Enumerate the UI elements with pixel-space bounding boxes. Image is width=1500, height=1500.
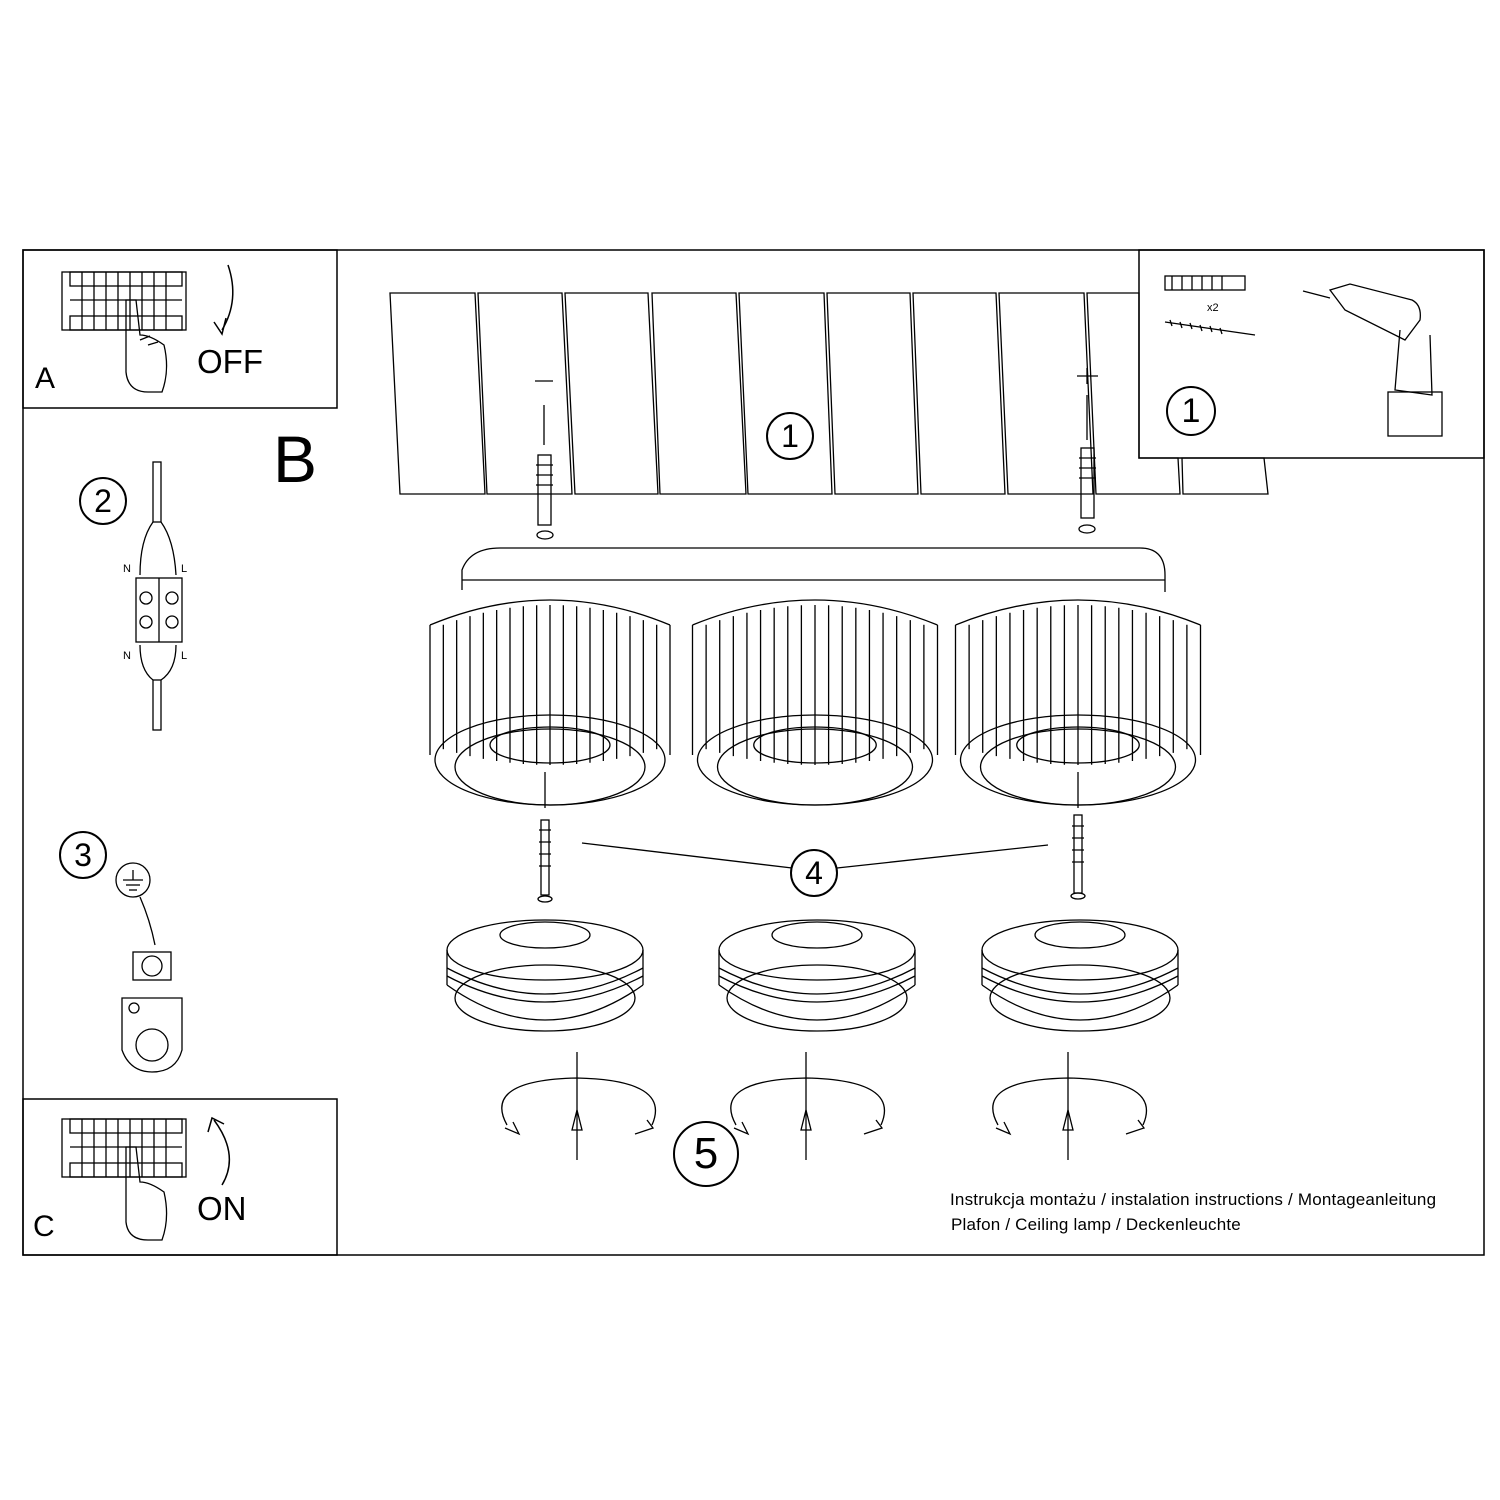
panel-a-box	[22, 249, 338, 409]
wall-plug-right-icon	[1077, 368, 1098, 534]
lamp-cylinder-1	[429, 599, 671, 806]
rotation-arrow-icon-2	[730, 1052, 886, 1160]
outer-frame	[22, 249, 1485, 1256]
breaker-on-icon	[61, 1118, 187, 1241]
bulb-1	[446, 919, 644, 1032]
arrow-up-icon	[213, 1119, 231, 1186]
breaker-off-icon	[61, 271, 187, 393]
caption-line-2: Plafon / Ceiling lamp / Deckenleuchte	[951, 1215, 1241, 1234]
screw-left-icon	[537, 772, 553, 903]
step-4-number: 4	[790, 849, 838, 897]
panel-c-letter: C	[33, 1210, 55, 1243]
ceiling-panels	[389, 292, 1269, 495]
lamp-cylinders	[429, 599, 1202, 806]
lamp-base-plate	[461, 547, 1166, 592]
connector-top-right-label: L	[181, 563, 188, 575]
caption-line-1: Instrukcja montażu / instalation instruc…	[950, 1190, 1437, 1209]
panel-b-letter: B	[273, 422, 318, 496]
panel-a-letter: A	[35, 362, 56, 395]
connector-bottom-left-label: N	[123, 650, 131, 662]
panel-a-state: OFF	[197, 343, 263, 380]
step-1-number: 1	[766, 412, 814, 460]
lamp-cylinder-2	[691, 599, 939, 806]
step-1-tools-number: 1	[1166, 386, 1216, 436]
anchor-screw-icon	[1164, 275, 1256, 336]
screw-right-icon	[1070, 772, 1086, 900]
arrow-down-icon	[221, 264, 234, 331]
ground-terminal-icon	[115, 862, 183, 1073]
connector-bottom-right-label: L	[181, 650, 188, 662]
rotation-arrow-icon-3	[992, 1052, 1148, 1160]
rotation-arrow-icon-1	[501, 1052, 657, 1160]
connector-top-left-label: N	[123, 563, 131, 575]
wall-plug-left-icon	[535, 380, 554, 540]
step-3-number: 3	[59, 831, 107, 879]
drill-icon	[1302, 283, 1443, 437]
bulb-2	[718, 919, 916, 1032]
bulb-3	[981, 919, 1179, 1032]
step-5-number: 5	[673, 1121, 739, 1187]
anchor-quantity: x2	[1207, 302, 1219, 314]
panel-c-box	[22, 1098, 338, 1256]
panel-c-state: ON	[197, 1190, 247, 1227]
connector-terminal-icon	[135, 461, 183, 731]
rotation-arrows	[501, 1052, 1148, 1160]
bulbs	[446, 919, 1179, 1032]
step4-leaders	[581, 842, 1049, 869]
step-2-number: 2	[79, 477, 127, 525]
